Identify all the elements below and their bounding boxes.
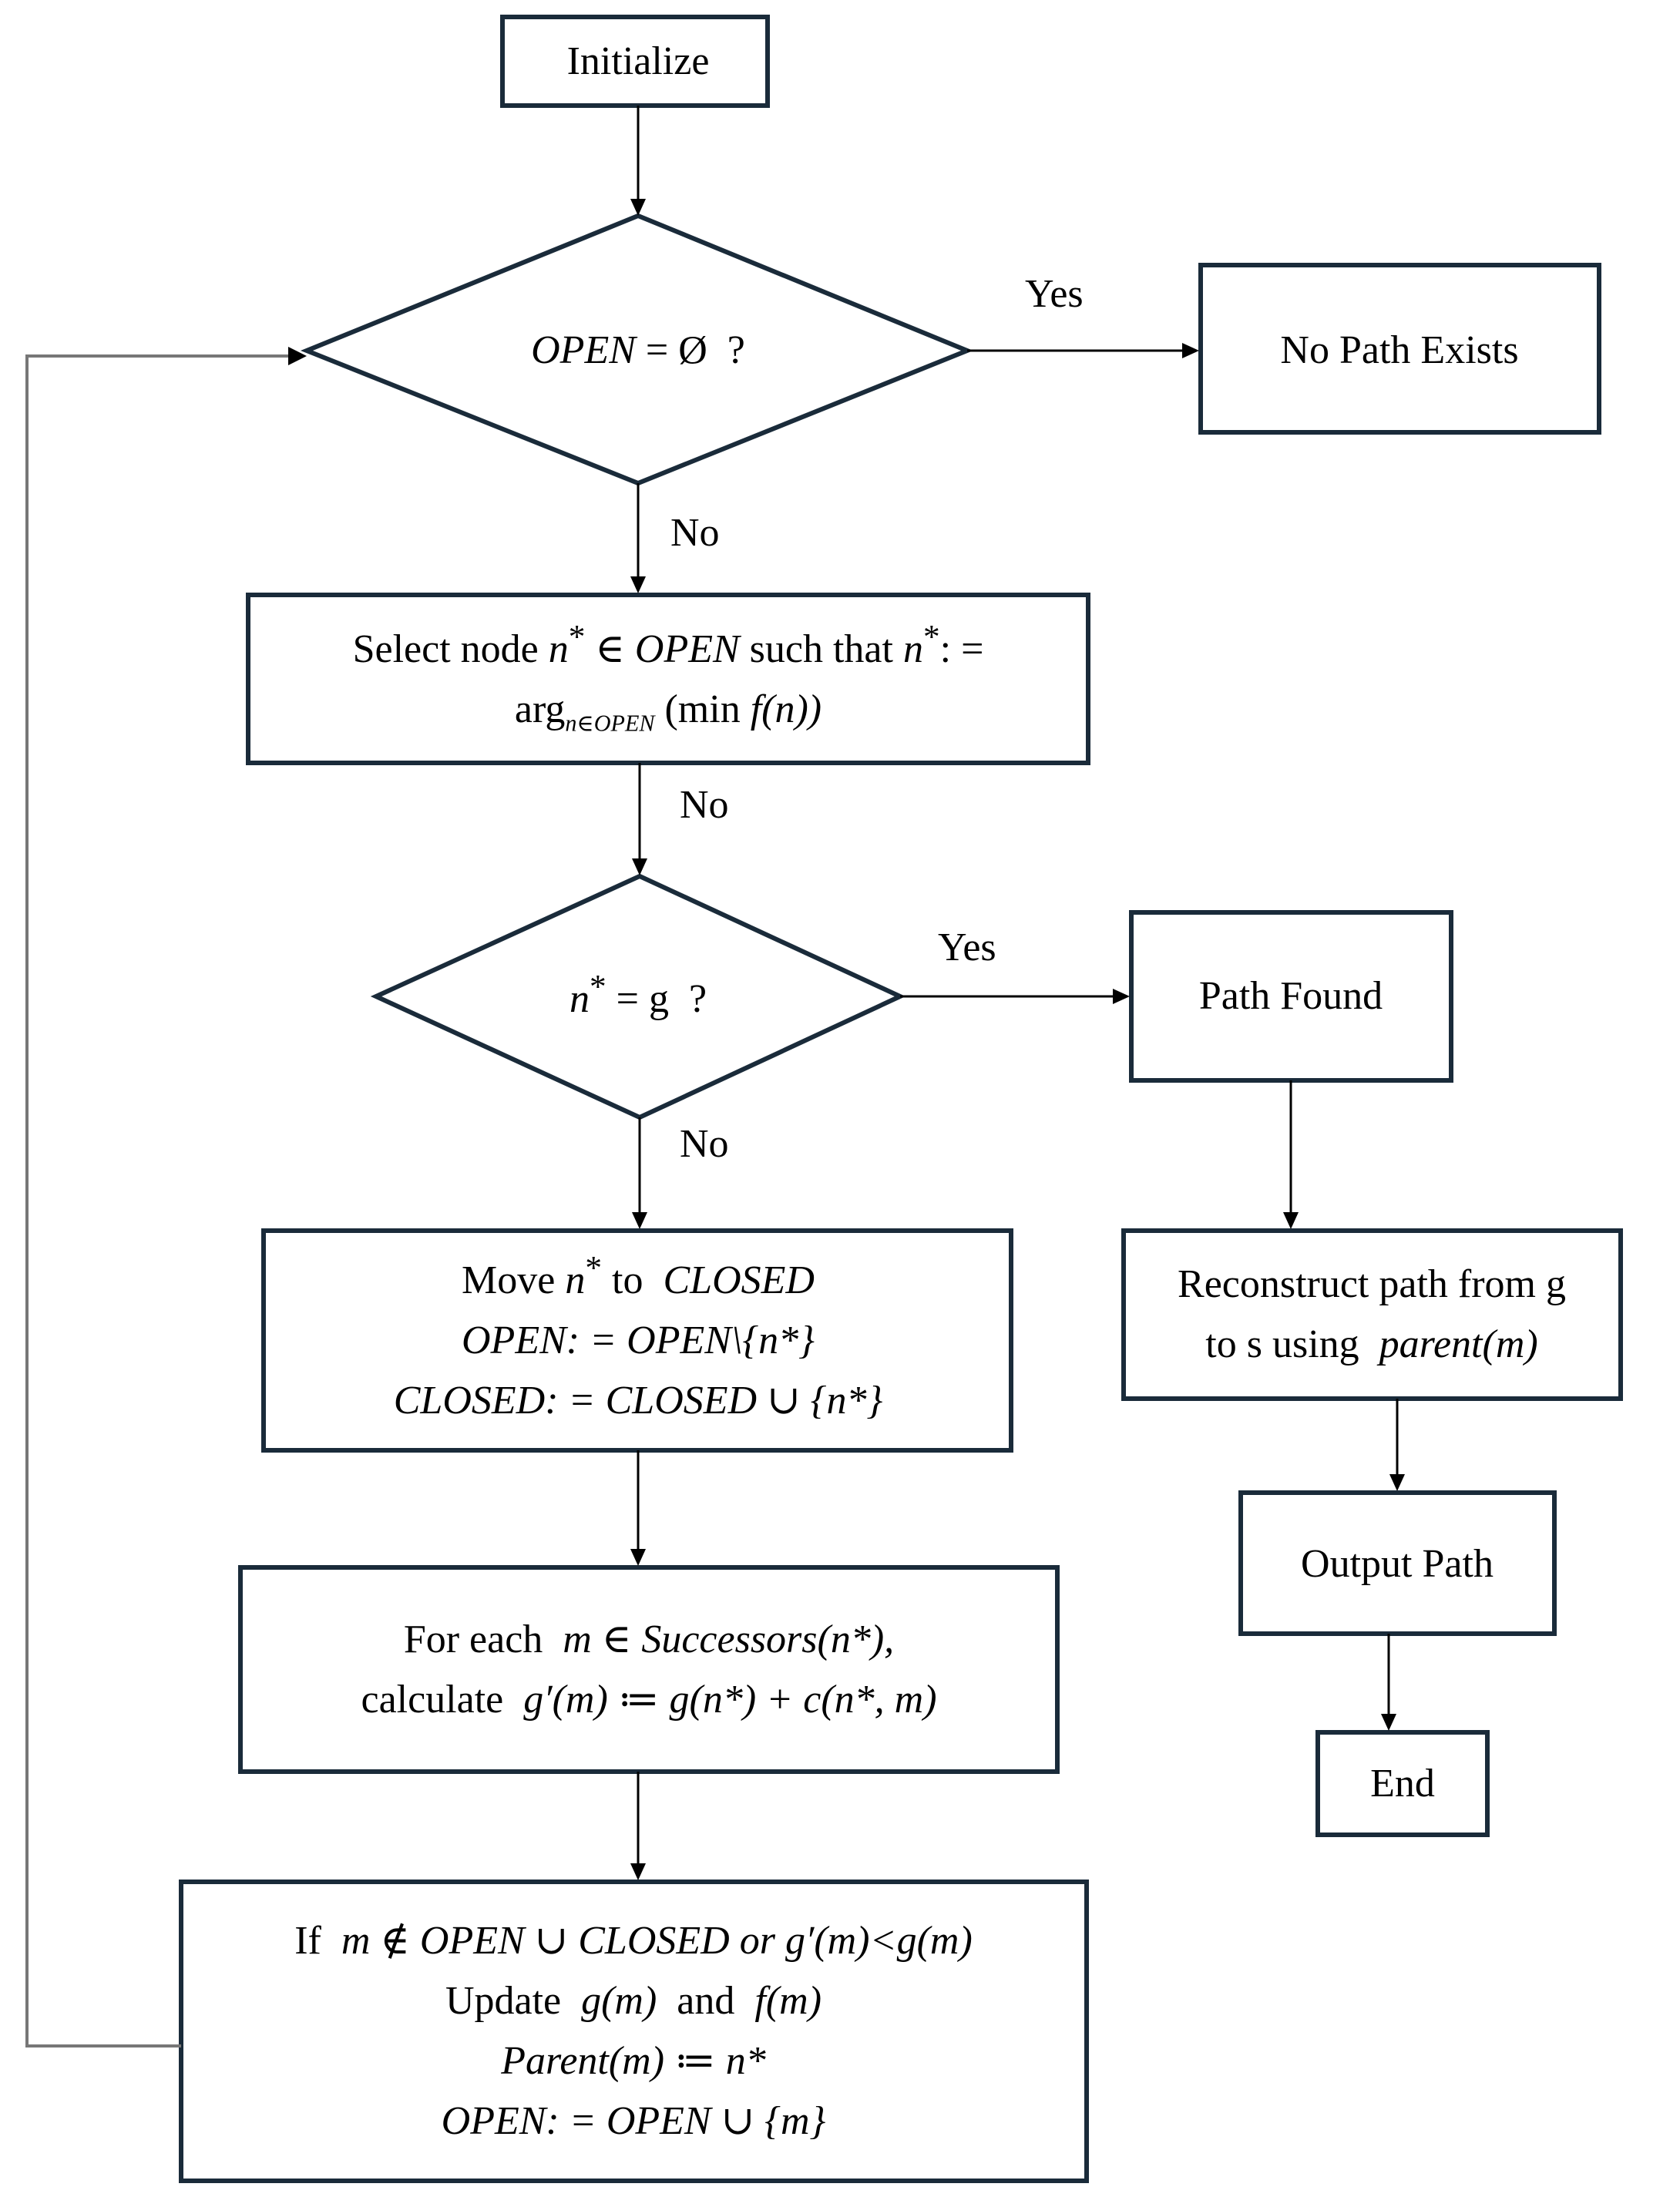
edge-label-no: No xyxy=(680,783,729,827)
initialize-box xyxy=(500,15,770,108)
arrowhead xyxy=(630,1863,646,1880)
output-path-label: Output Path xyxy=(1301,1542,1494,1586)
output-path-box xyxy=(1238,1490,1557,1636)
move-closed-label: Move n* to CLOSED OPEN: = OPEN\{n*} CLOS… xyxy=(393,1249,883,1423)
select-node-label: Select node n* ∈ OPEN such that n*: = ar… xyxy=(352,618,984,737)
arrowhead xyxy=(288,347,307,365)
no-path-box xyxy=(1198,263,1601,435)
path-found-label: Path Found xyxy=(1198,974,1383,1018)
arrowhead xyxy=(632,1212,647,1229)
update-box xyxy=(179,1880,1089,2183)
open-empty-label: OPEN = Ø ? xyxy=(531,328,745,372)
arrowhead xyxy=(1381,1714,1396,1731)
select-node-box xyxy=(246,593,1090,765)
path-found-box xyxy=(1129,910,1453,1083)
move-closed-box xyxy=(261,1228,1013,1453)
end-box xyxy=(1315,1730,1490,1837)
end-label: End xyxy=(1370,1762,1435,1806)
arrowhead xyxy=(632,858,647,875)
reconstruct-box xyxy=(1121,1228,1623,1401)
goal-check-label: n* = g ? xyxy=(569,968,707,1021)
initialize-label: Initialize xyxy=(566,39,710,83)
arrowhead xyxy=(1389,1474,1405,1491)
successors-label: For each m ∈ Successors(n*), calculate g… xyxy=(361,1618,937,1722)
edge-loop-back-to-open-check xyxy=(25,354,291,2048)
edge-label-no: No xyxy=(680,1122,729,1166)
no-path-label: No Path Exists xyxy=(1280,328,1519,372)
edge-label-no: No xyxy=(670,511,720,555)
arrowhead xyxy=(630,199,646,216)
edge-label-yes: Yes xyxy=(1025,272,1084,316)
reconstruct-label: Reconstruct path from g to s using paren… xyxy=(1178,1262,1566,1366)
arrowhead xyxy=(1283,1212,1299,1229)
update-label: If m ∉ OPEN ∪ CLOSED or g′(m)<g(m) Updat… xyxy=(294,1919,973,2143)
arrowhead xyxy=(1182,343,1199,358)
arrowhead xyxy=(1113,989,1130,1004)
arrowhead xyxy=(630,576,646,593)
successors-box xyxy=(238,1565,1060,1774)
arrowhead xyxy=(630,1549,646,1566)
edge-label-yes: Yes xyxy=(938,925,996,969)
